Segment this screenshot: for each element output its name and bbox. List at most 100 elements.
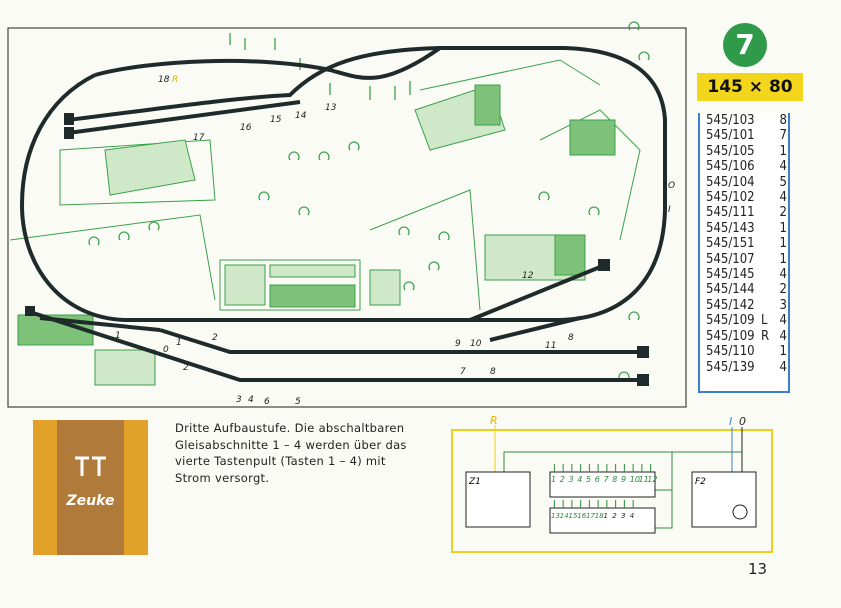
part-side: [761, 282, 775, 297]
label-8b: 8: [490, 367, 496, 377]
layout-size: 145 × 80: [697, 73, 803, 101]
part-quantity: 1: [779, 251, 787, 267]
wire-o-label: 0: [739, 415, 746, 428]
key-label: 2: [612, 512, 617, 520]
part-side: [761, 128, 775, 143]
label-10: 10: [470, 339, 482, 349]
key-label: 4: [630, 512, 634, 520]
part-quantity: 5: [779, 174, 787, 190]
label-2: 2: [212, 333, 218, 343]
label-0: 0: [163, 345, 169, 355]
part-number: 545/107: [706, 251, 755, 267]
description-line: vierte Tastenpult (Tasten 1 – 4) mit: [175, 454, 386, 468]
label-16: 16: [240, 123, 252, 133]
key-label: 1: [551, 475, 556, 484]
key-label: 13: [551, 512, 560, 520]
part-number: 545/106: [706, 159, 755, 175]
part-side: [761, 221, 775, 236]
part-quantity: 1: [779, 220, 787, 236]
part-quantity: 4: [779, 359, 787, 375]
part-side: [761, 190, 775, 205]
part-number: 545/110: [706, 344, 755, 360]
part-number: 545/109: [706, 328, 755, 344]
label-4: 4: [248, 395, 254, 405]
part-quantity: 2: [779, 205, 787, 221]
logo-text: Zeuke: [66, 493, 115, 509]
key-label: 12: [647, 475, 657, 484]
part-side: [761, 113, 775, 128]
key-label: 6: [595, 475, 600, 484]
label-11: 11: [545, 341, 556, 351]
station-building: [219, 259, 361, 311]
key-label: 3: [621, 512, 625, 520]
part-quantity: 1: [779, 236, 787, 252]
label-2b: 2: [183, 363, 189, 373]
plan-frame: [7, 27, 687, 408]
logo-mark-icon: [75, 456, 106, 476]
part-side: [761, 298, 775, 313]
part-number: 545/139: [706, 359, 755, 375]
parts-list-row: 545/106 4: [700, 159, 788, 174]
key-label: 4: [577, 475, 582, 484]
label-9: 9: [455, 339, 461, 349]
part-side: R: [761, 328, 770, 344]
part-side: [761, 159, 775, 174]
part-number: 545/142: [706, 297, 755, 313]
part-quantity: 4: [779, 190, 787, 206]
label-1: 1: [115, 331, 121, 341]
part-quantity: 8: [779, 113, 787, 128]
part-side: [761, 252, 775, 267]
part-number: 545/104: [706, 174, 755, 190]
part-number: 545/144: [706, 282, 755, 298]
part-quantity: 4: [779, 328, 787, 344]
label-3: 3: [236, 395, 242, 405]
label-14: 14: [295, 111, 307, 121]
parts-list-row: 545/142 3: [700, 298, 788, 313]
part-number: 545/151: [706, 236, 755, 252]
label-13: 13: [325, 103, 337, 113]
key-label: 11: [639, 475, 649, 484]
description-line: Gleisabschnitte 1 – 4 werden über das: [175, 437, 407, 452]
key-label: 17: [586, 512, 595, 520]
label-5: 5: [295, 397, 301, 407]
part-side: [761, 144, 775, 159]
key-label: 5: [586, 475, 591, 484]
part-number: 545/143: [706, 220, 755, 236]
f2-label: F2: [695, 477, 706, 487]
part-side: [761, 236, 775, 251]
description: Dritte Aufbaustufe. Die abschaltbaren Gl…: [175, 420, 425, 486]
part-quantity: 3: [779, 297, 787, 313]
part-side: [761, 175, 775, 190]
parts-list-row: 545/107 1: [700, 252, 788, 267]
part-quantity: 1: [779, 143, 787, 159]
key-label: 7: [604, 475, 610, 484]
main-loop: [19, 46, 667, 322]
label-8: 8: [568, 333, 574, 343]
description-line: Dritte Aufbaustufe. Die abschaltbaren: [175, 421, 405, 435]
house-icon: [104, 139, 196, 196]
part-number: 545/109: [706, 313, 755, 329]
wire-r-label: R: [490, 414, 498, 427]
description-line: Strom versorgt.: [175, 470, 270, 485]
part-quantity: 4: [779, 159, 787, 175]
label-7: 7: [460, 367, 466, 377]
part-quantity: 4: [779, 267, 787, 283]
label-I: I: [668, 205, 671, 215]
label-12: 12: [522, 271, 534, 281]
key-label: 15: [569, 512, 578, 520]
key-label: 3: [569, 475, 574, 484]
track-labels: 18 17 16 15 14 13 12 11 10 9 8 7 8 6 5 4…: [115, 75, 675, 407]
parts-list-row: 545/139 4: [700, 360, 788, 375]
part-side: [761, 267, 775, 282]
wire-i-label: I: [729, 415, 732, 428]
part-quantity: 4: [779, 313, 787, 329]
key-label: 8: [612, 475, 617, 484]
parts-list-row: 545/104 5: [700, 175, 788, 190]
label-6: 6: [264, 397, 270, 407]
part-number: 545/103: [706, 113, 755, 128]
